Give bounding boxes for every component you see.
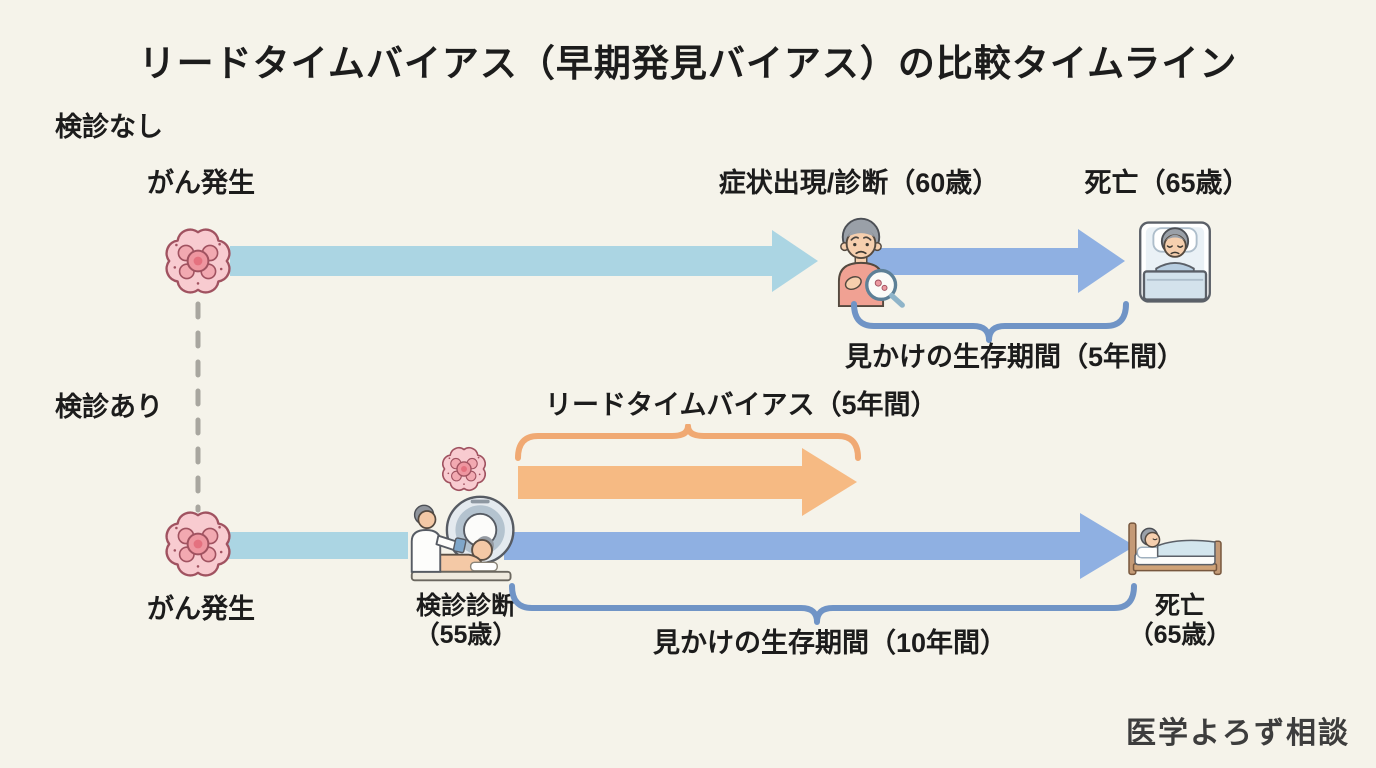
apparent-survival-label-bottom: 見かけの生存期間（10年間） [653, 628, 1008, 658]
death-bed-side-icon [1126, 512, 1224, 584]
clinical-arrow-shaft-top [856, 248, 1078, 275]
ct-scanner-icon [400, 492, 528, 587]
survival-brace-bottom [509, 583, 1137, 625]
cancer-cell-icon [158, 221, 238, 301]
clinical-arrow-head-bottom [1080, 513, 1135, 579]
lead-time-brace [515, 424, 861, 461]
cancer-cell-icon [158, 504, 238, 584]
apparent-survival-label-top: 見かけの生存期間（5年間） [845, 342, 1185, 372]
screening-diagnosis-line2: （55歳） [414, 620, 518, 649]
dashed-connector-icon [195, 301, 201, 513]
onset-label-bottom: がん発生 [147, 594, 255, 624]
patient-symptom-icon [813, 212, 909, 308]
screening-diagnosis-label: 検診診断 （55歳） [366, 592, 566, 650]
presymptomatic-arrow-shaft-top [230, 246, 772, 276]
death-label-bottom-line2: （65歳） [1128, 620, 1232, 649]
cancer-cell-small-icon [437, 442, 491, 496]
watermark: 医学よろず相談 [1126, 716, 1350, 751]
presymptomatic-arrow-head-top [772, 230, 818, 292]
clinical-arrow-head-top [1078, 229, 1125, 293]
death-bed-top-icon [1128, 218, 1222, 306]
diagnosis-label-top: 症状出現/診断（60歳） [718, 168, 1000, 198]
lead-time-label: リードタイムバイアス（5年間） [545, 390, 938, 420]
death-label-bottom: 死亡 （65歳） [1080, 592, 1280, 650]
death-label-top: 死亡（65歳） [1084, 168, 1250, 198]
no-screening-row-label: 検診なし [55, 112, 163, 142]
page-title: リードタイムバイアス（早期発見バイアス）の比較タイムライン [138, 43, 1238, 84]
survival-brace-top [851, 301, 1129, 343]
onset-label-top: がん発生 [147, 168, 255, 198]
lead-time-arrow-head [802, 448, 857, 516]
screening-diagnosis-line1: 検診診断 [415, 592, 516, 620]
death-label-bottom-line1: 死亡 [1154, 592, 1205, 620]
presymptomatic-arrow-shaft-bottom [228, 532, 408, 559]
clinical-arrow-shaft-bottom [504, 532, 1080, 560]
screening-row-label: 検診あり [55, 392, 163, 422]
lead-time-arrow-shaft [518, 466, 802, 499]
